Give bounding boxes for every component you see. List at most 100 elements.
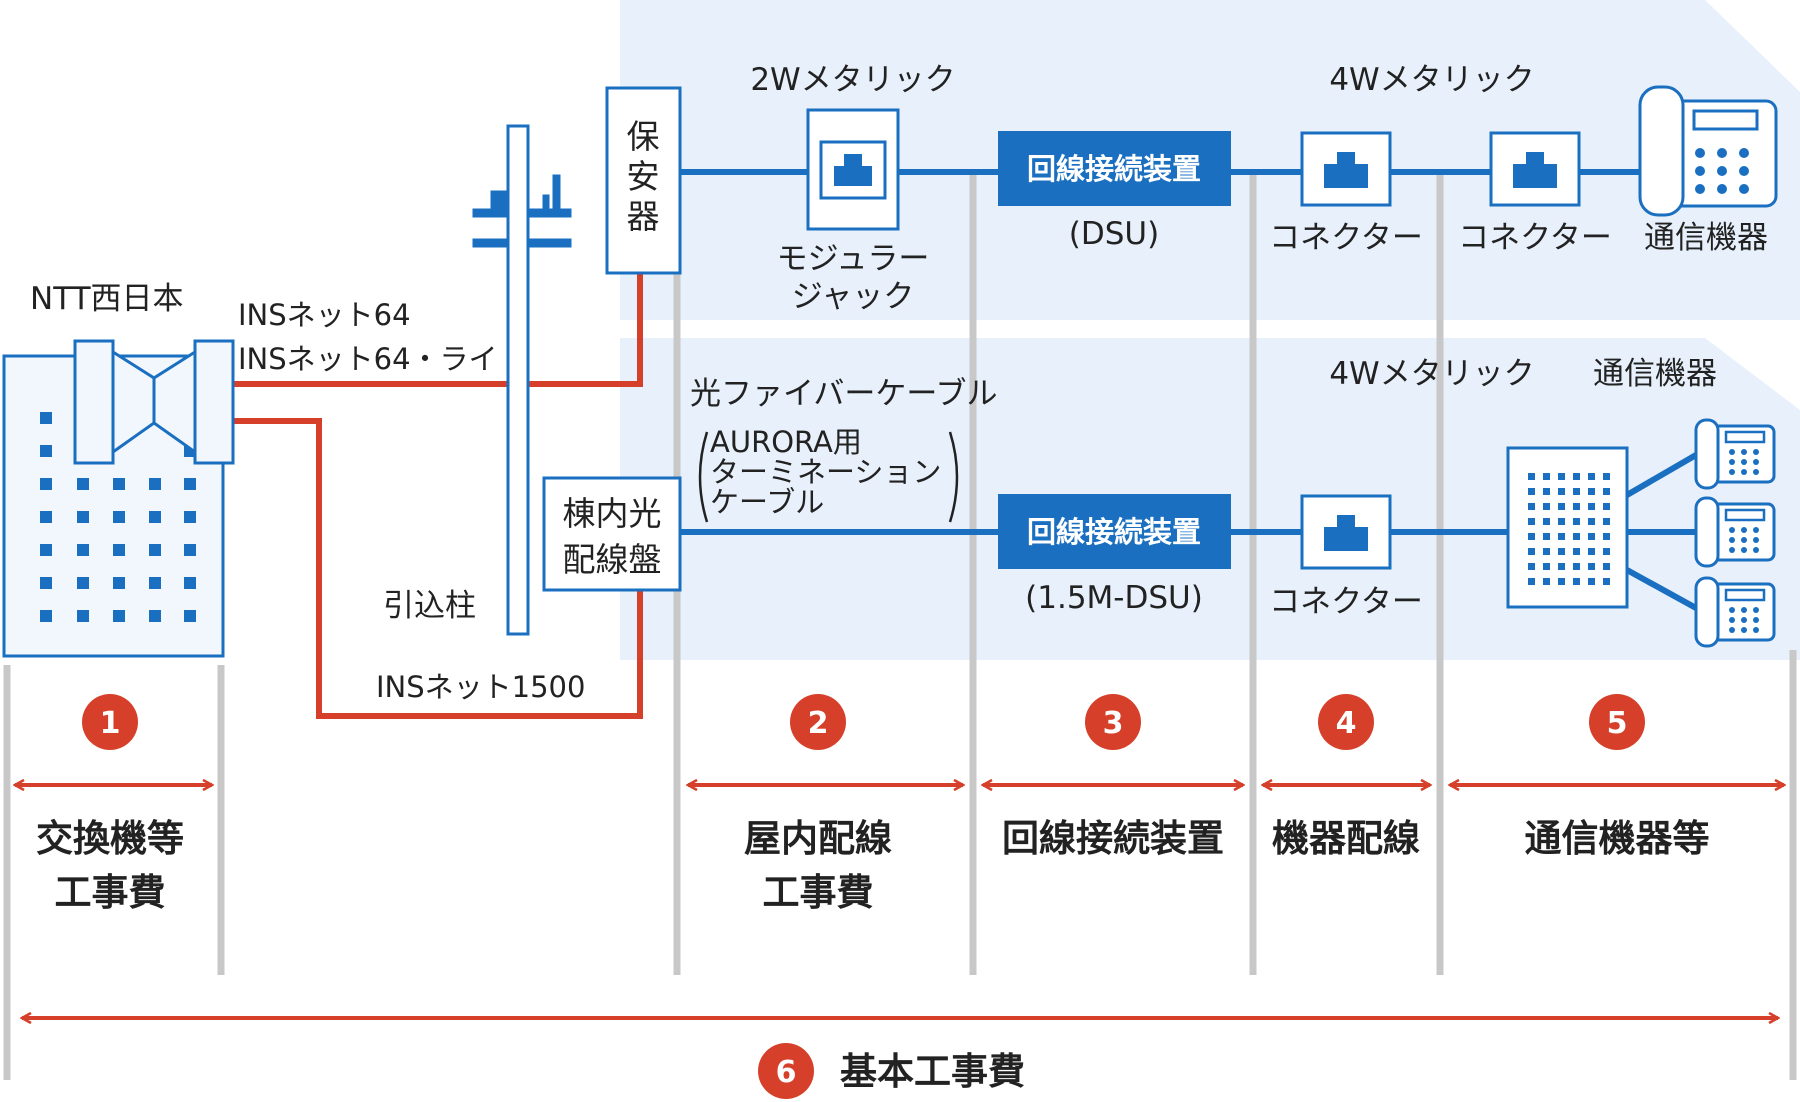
section-label: 通信機器等 — [1525, 817, 1710, 860]
pbx-port — [1543, 563, 1550, 570]
section-label: 回線接続装置 — [1002, 817, 1224, 860]
pbx-port — [1588, 473, 1595, 480]
connector-top-2 — [1489, 131, 1581, 207]
section-number: 4 — [1336, 706, 1357, 741]
pbx-port — [1603, 563, 1610, 570]
phone-key — [1695, 148, 1705, 158]
section-number-badge: 4 — [1318, 694, 1374, 750]
pbx-port — [1603, 578, 1610, 585]
ntt-west-label: NTT西日本 — [30, 281, 184, 317]
phone-key — [1739, 184, 1749, 194]
phone-key — [1695, 166, 1705, 176]
ins1500-red-line — [232, 418, 643, 719]
phone-key — [1695, 184, 1705, 194]
building-window — [149, 610, 161, 622]
pbx-port — [1558, 488, 1565, 495]
section-number: 5 — [1607, 706, 1628, 741]
section-label: 屋内配線 — [744, 817, 892, 860]
pbx-port — [1528, 488, 1535, 495]
section-number-badge: 2 — [790, 694, 846, 750]
pbx-port — [1603, 488, 1610, 495]
building-window — [40, 445, 52, 457]
phone-key — [1717, 166, 1727, 176]
total-number: 6 — [776, 1055, 797, 1090]
pbx-port — [1558, 518, 1565, 525]
building-window — [40, 544, 52, 556]
dsu-1-5m-sub-label: (1.5M-DSU) — [1025, 580, 1203, 616]
pbx-port — [1573, 503, 1580, 510]
pbx-port — [1543, 488, 1550, 495]
protector-char-3: 器 — [627, 197, 660, 236]
pbx-port — [1558, 548, 1565, 555]
pbx-port — [1528, 578, 1535, 585]
ins64-red-line — [232, 272, 643, 387]
connector-port-icon — [1513, 152, 1557, 188]
section-5: 5 通信機器等 — [1450, 694, 1784, 860]
pbx-port — [1588, 548, 1595, 555]
modular-jack-label-1: モジュラー — [777, 241, 930, 277]
fiber-note-line-1: AURORA用 — [710, 425, 862, 459]
dsu-sub-label: (DSU) — [1069, 216, 1159, 252]
building-window — [113, 511, 125, 523]
building-window — [184, 478, 196, 490]
telephone-icon — [1638, 85, 1778, 217]
jack-port-icon — [834, 154, 872, 186]
building-window — [40, 478, 52, 490]
pbx-port — [1543, 578, 1550, 585]
building-window — [184, 544, 196, 556]
section-label: 工事費 — [763, 871, 874, 914]
pbx-port — [1603, 518, 1610, 525]
pbx-port — [1603, 548, 1610, 555]
dsu-1-5m-device-label: 回線接続装置 — [1027, 515, 1201, 549]
pbx-port — [1588, 503, 1595, 510]
pbx-port — [1543, 473, 1550, 480]
connector-top-1-label: コネクター — [1269, 220, 1423, 256]
pbx-port — [1543, 503, 1550, 510]
connector-top-2-label: コネクター — [1458, 220, 1612, 256]
building-window — [77, 610, 89, 622]
building-window — [113, 478, 125, 490]
fiber-note-left-paren — [698, 431, 709, 523]
ins64-label: INSネット64 — [238, 298, 411, 332]
modular-jack-label-2: ジャック — [792, 279, 914, 315]
small-telephone-icon — [1694, 496, 1776, 568]
optical-panel-line-1: 棟内光 — [563, 494, 662, 533]
dsu-1-5m-device: 回線接続装置 — [998, 494, 1231, 569]
phone-key — [1739, 166, 1749, 176]
connector-top-1 — [1300, 131, 1392, 207]
section-number: 1 — [100, 706, 121, 741]
building-window — [113, 610, 125, 622]
protector-char-2: 安 — [627, 157, 660, 196]
building-window — [40, 511, 52, 523]
section-label: 工事費 — [55, 871, 166, 914]
building-window — [40, 610, 52, 622]
metallic-4w-bottom-label: 4Wメタリック — [1329, 356, 1534, 392]
fiber-note-line-3: ケーブル — [710, 485, 824, 519]
building-window — [184, 511, 196, 523]
section-dividers — [3, 170, 1797, 1080]
building-window — [113, 577, 125, 589]
total-label: 基本工事費 — [840, 1050, 1025, 1093]
pbx-port — [1573, 578, 1580, 585]
pbx-port — [1558, 563, 1565, 570]
pbx-port — [1588, 488, 1595, 495]
pbx-port — [1588, 518, 1595, 525]
utility-pole — [472, 124, 572, 636]
fiber-cable-label: 光ファイバーケーブル — [690, 376, 998, 412]
small-telephone-icon — [1694, 576, 1776, 648]
building-window — [40, 412, 52, 424]
pbx-port — [1528, 518, 1535, 525]
optical-panel-line-2: 配線盤 — [563, 540, 662, 579]
total-number-badge: 6 — [758, 1043, 814, 1099]
exchange-machine — [73, 339, 235, 465]
phone-key — [1717, 148, 1727, 158]
connector-port-icon — [1324, 152, 1368, 188]
pbx-port — [1603, 533, 1610, 540]
red-wiring — [232, 272, 643, 719]
metallic-2w-label: 2Wメタリック — [750, 62, 955, 98]
pbx-phone-line-3 — [1625, 567, 1698, 611]
pbx-port — [1588, 578, 1595, 585]
